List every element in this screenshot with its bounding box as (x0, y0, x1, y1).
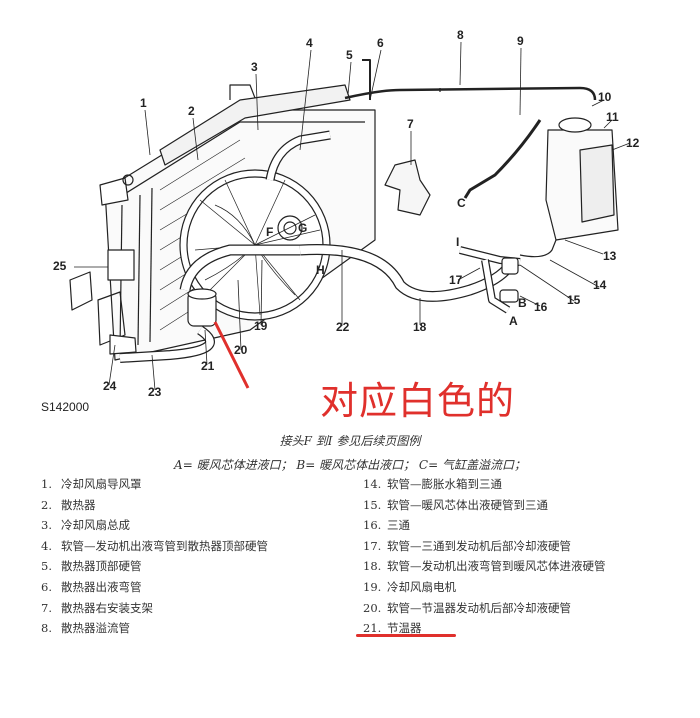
callout-label: 13 (603, 249, 617, 263)
callout-label: G (298, 221, 307, 235)
callout-label: 12 (626, 136, 640, 150)
legend-text: 三通 (387, 518, 410, 533)
legend-number: 6. (41, 579, 52, 594)
legend-item: 5. 散热器顶部硬管 (41, 556, 268, 577)
legend-number: 5. (41, 559, 52, 574)
cooling-system-diagram: 1 2 3 4 5 6 7 8 9 10 11 12 13 14 15 16 1… (53, 28, 640, 399)
callout-labels: 1 2 3 4 5 6 7 8 9 10 11 12 13 14 15 16 1… (53, 28, 640, 399)
legend-item: 18. 软管—发动机出液弯管到暖风芯体进液硬管 (363, 556, 606, 577)
legend-item: 21. 节温器 (363, 618, 606, 639)
legend-text: 软管—膨胀水箱到三通 (387, 477, 502, 491)
annotation-arrow (213, 321, 250, 389)
callout-label: C (457, 196, 466, 210)
legend-text: 冷却风扇电机 (387, 579, 456, 594)
legend-text: 软管—暖风芯体出液硬管到三通 (387, 497, 548, 512)
legend-number: 1. (41, 477, 52, 491)
legend-text: 散热器顶部硬管 (61, 559, 142, 574)
callout-label: 5 (346, 48, 353, 62)
legend-left-column: 1. 冷却风扇导风罩 2. 散热器 3. 冷却风扇总成 4. 软管—发动机出液弯管到散热… (41, 474, 268, 639)
callout-label: 7 (407, 117, 414, 131)
callout-label: 16 (534, 300, 548, 314)
legend-item: 1. 冷却风扇导风罩 (41, 474, 268, 495)
legend-text: 软管—节温器发动机后部冷却液硬管 (387, 600, 571, 615)
legend-text: 冷却风扇导风罩 (61, 477, 142, 491)
highlight-underline (356, 634, 456, 637)
legend-item: 16. 三通 (363, 515, 606, 536)
callout-label: 8 (457, 28, 464, 42)
legend-text: 冷却风扇总成 (61, 518, 130, 533)
legend-text: 散热器出液弯管 (61, 579, 142, 594)
leader-lines (74, 41, 631, 391)
legend-number: 4. (41, 538, 52, 553)
legend-text: 软管—发动机出液弯管到散热器顶部硬管 (61, 538, 268, 553)
caption-line-2: A= 暖风芯体进液口； B= 暖风芯体出液口； C= 气缸盖溢流口； (174, 458, 526, 472)
callout-label: 2 (188, 104, 195, 118)
legend-number: 21. (363, 621, 382, 636)
callout-label: 22 (336, 320, 350, 334)
legend-text: 软管—三通到发动机后部冷却液硬管 (387, 538, 571, 553)
callout-label: 6 (377, 36, 384, 50)
legend-number: 18. (363, 559, 382, 574)
callout-label: A (509, 314, 518, 328)
legend-number: 15. (363, 497, 382, 512)
callout-label: 17 (449, 273, 463, 287)
legend-number: 3. (41, 518, 52, 533)
legend-item: 14. 软管—膨胀水箱到三通 (363, 474, 606, 495)
legend-text: 散热器 (61, 497, 96, 512)
figure-id: S142000 (41, 400, 90, 414)
legend-right-column: 14. 软管—膨胀水箱到三通 15. 软管—暖风芯体出液硬管到三通 16. 三通 17… (363, 474, 606, 639)
legend-item: 3. 冷却风扇总成 (41, 515, 268, 536)
legend-item: 6. 散热器出液弯管 (41, 577, 268, 598)
callout-label: 10 (598, 90, 612, 104)
callout-label: B (518, 296, 527, 310)
legend-item: 7. 散热器右安装支架 (41, 598, 268, 619)
radiator-assembly-drawing (69, 59, 619, 363)
caption-line-1: 接头F 到I 参见后续页图例 (279, 434, 421, 448)
legend-number: 19. (363, 579, 382, 594)
callout-label: 9 (517, 34, 524, 48)
callout-label: F (266, 225, 273, 239)
handwritten-note: 对应白色的 (320, 379, 516, 423)
callout-label: I (456, 235, 459, 249)
legend-item: 8. 散热器溢流管 (41, 618, 268, 639)
callout-label: 4 (306, 36, 313, 50)
callout-label: 23 (148, 385, 162, 399)
callout-label: H (316, 263, 325, 277)
legend-number: 16. (363, 518, 382, 533)
legend-number: 14. (363, 477, 382, 491)
legend-item: 20. 软管—节温器发动机后部冷却液硬管 (363, 598, 606, 619)
callout-label: 11 (606, 110, 619, 124)
legend-text: 软管—发动机出液弯管到暖风芯体进液硬管 (387, 559, 606, 574)
legend-number: 8. (41, 621, 52, 636)
legend-item: 15. 软管—暖风芯体出液硬管到三通 (363, 495, 606, 516)
legend-text: 散热器右安装支架 (61, 600, 153, 615)
callout-label: 1 (140, 96, 147, 110)
legend-number: 17. (363, 538, 382, 553)
callout-label: 14 (593, 278, 607, 292)
callout-label: 25 (53, 259, 67, 273)
legend-item: 2. 散热器 (41, 495, 268, 516)
legend-text: 散热器溢流管 (61, 621, 130, 636)
legend-number: 7. (41, 600, 52, 615)
callout-label: 20 (234, 343, 248, 357)
callout-label: 3 (251, 60, 258, 74)
callout-label: 19 (254, 319, 268, 333)
callout-label: 15 (567, 293, 581, 307)
legend-text: 节温器 (387, 621, 422, 636)
callout-label: 24 (103, 379, 117, 393)
legend-item: 17. 软管—三通到发动机后部冷却液硬管 (363, 536, 606, 557)
legend-item: 4. 软管—发动机出液弯管到散热器顶部硬管 (41, 536, 268, 557)
legend-number: 2. (41, 497, 52, 512)
callout-label: 21 (201, 359, 215, 373)
legend-number: 20. (363, 600, 382, 615)
legend-item: 19. 冷却风扇电机 (363, 577, 606, 598)
callout-label: 18 (413, 320, 427, 334)
